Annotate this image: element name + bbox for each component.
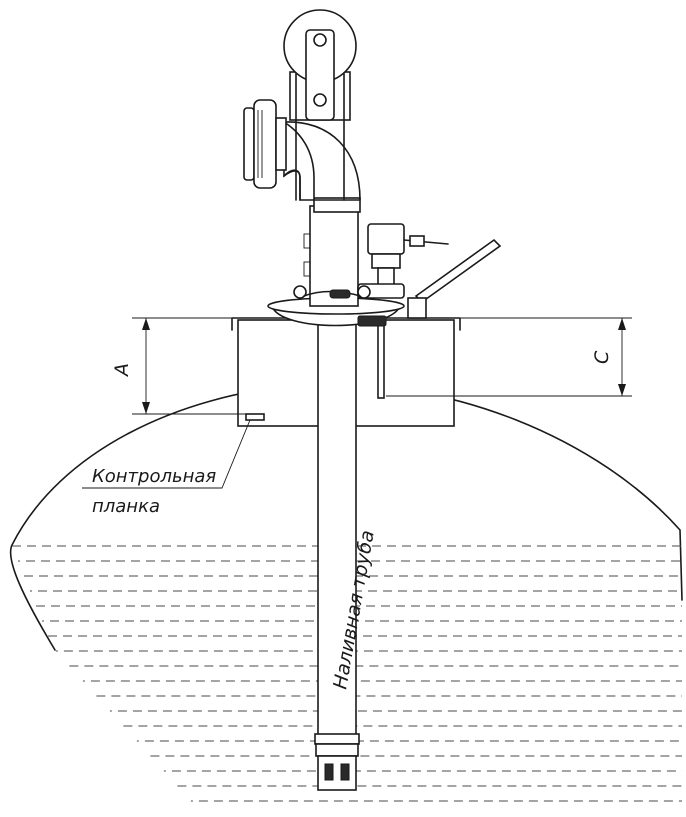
control-strip-label-line1: Контрольная bbox=[92, 466, 216, 487]
tank-shell bbox=[9, 383, 683, 651]
handle-lever bbox=[407, 238, 502, 319]
dimension-a-label: A bbox=[111, 363, 133, 378]
arm-elbow bbox=[283, 120, 315, 201]
arm-column bbox=[309, 205, 359, 307]
control-strip bbox=[245, 413, 265, 421]
control-strip-label-line2: планка bbox=[92, 496, 160, 517]
dimension-a bbox=[132, 317, 246, 415]
dimension-c-label: C bbox=[591, 350, 613, 364]
dimension-c bbox=[386, 317, 632, 397]
column-coupling bbox=[313, 197, 361, 213]
top-pulley bbox=[283, 9, 357, 201]
tray-fasteners bbox=[293, 285, 371, 299]
swivel-joint bbox=[243, 99, 287, 189]
control-strip-leader bbox=[82, 419, 251, 489]
fill-pipe bbox=[317, 299, 357, 737]
level-rod bbox=[377, 317, 385, 399]
pipe-tip bbox=[314, 733, 360, 791]
tray-clamp bbox=[357, 315, 387, 327]
